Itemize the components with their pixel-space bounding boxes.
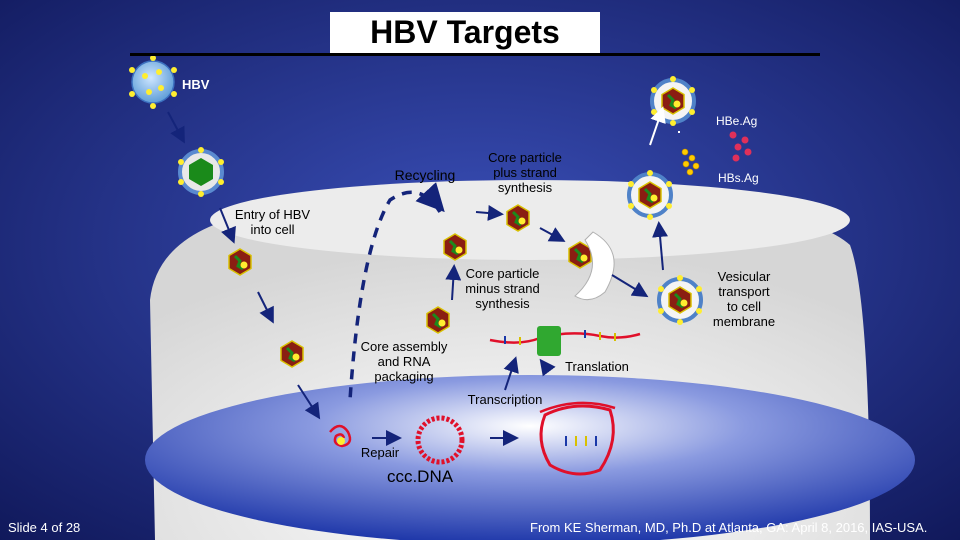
title-rule (130, 53, 820, 56)
label-hbv: HBV (182, 77, 210, 92)
label-core-plus: Core particle plus strand synthesis (465, 150, 585, 195)
label-vesicular-line: transport (718, 284, 770, 299)
label-cccdna: ccc.DNA (386, 467, 454, 486)
label-transcription: Transcription (467, 392, 543, 407)
label-translation: Translation (565, 359, 629, 374)
label-entry-line: Entry of HBV (234, 207, 311, 222)
label-vesicular-line: membrane (712, 314, 776, 329)
title-bar (330, 12, 600, 54)
label-core-assembly: Core assembly and RNA packaging (350, 339, 458, 384)
label-core-plus-line: synthesis (497, 180, 553, 195)
source-credit: From KE Sherman, MD, Ph.D at Atlanta, GA… (530, 520, 928, 535)
label-vesicular-line: to cell (727, 299, 761, 314)
label-core-assembly-line: packaging (374, 369, 434, 384)
label-entry-line: into cell (250, 222, 295, 237)
page-title: HBV Targets (370, 14, 560, 50)
label-vesicular-line: Vesicular (717, 269, 771, 284)
slide-number: Slide 4 of 28 (8, 520, 81, 535)
label-vesicular: Vesicular transport to cell membrane (700, 269, 788, 329)
label-core-plus-line: plus strand (493, 165, 557, 180)
label-hbeag: HBe.Ag (716, 114, 758, 128)
label-core-minus-line: minus strand (465, 281, 540, 296)
label-core-minus-line: synthesis (475, 296, 530, 311)
label-core-minus: Core particle minus strand synthesis (445, 266, 560, 311)
label-core-assembly-line: Core assembly (360, 339, 448, 354)
label-core-minus-line: Core particle (465, 266, 540, 281)
label-core-plus-line: Core particle (488, 150, 562, 165)
label-entry: Entry of HBV into cell (220, 207, 325, 237)
label-repair: Repair (360, 445, 400, 460)
label-core-assembly-line: and RNA (377, 354, 431, 369)
label-hbsag: HBs.Ag (718, 171, 759, 185)
label-recycling: Recycling (394, 167, 456, 183)
